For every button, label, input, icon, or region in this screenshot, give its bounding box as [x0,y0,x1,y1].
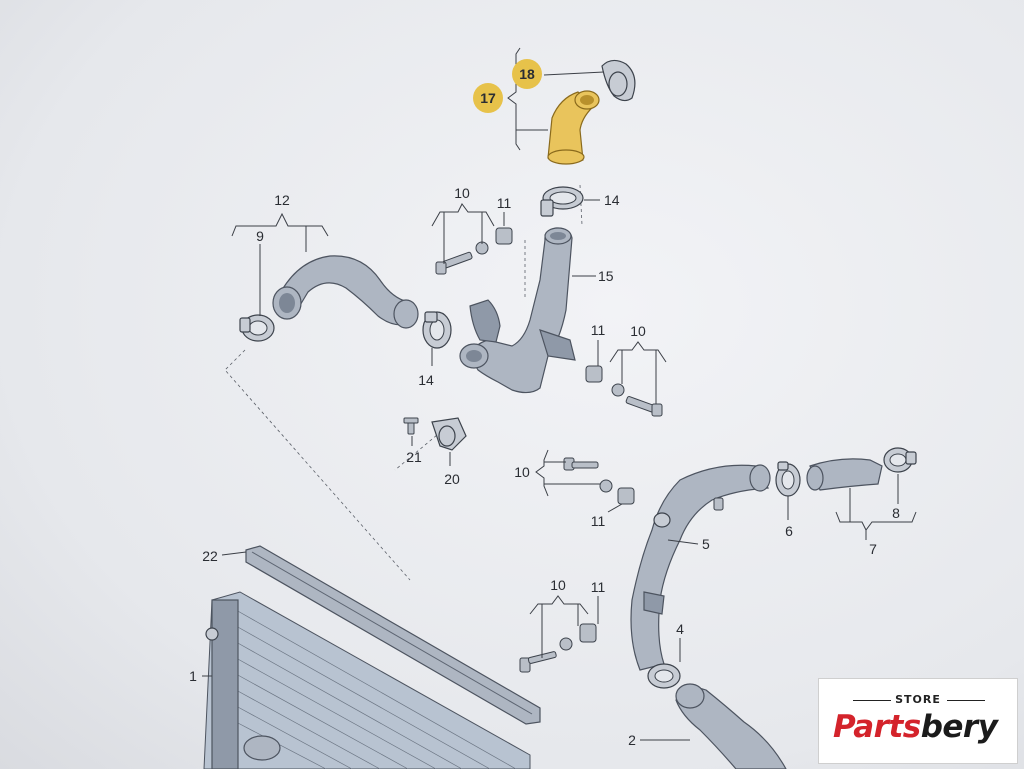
part-1-radiator [203,591,531,769]
label-22: 22 [202,548,218,564]
label-15: 15 [598,268,614,284]
highlight-17-marker [473,83,503,113]
part-18-clamp [601,59,636,102]
logo-brand-bery: bery [920,709,998,745]
label-9: 9 [256,228,264,244]
logo-brand: Partsbery [833,709,998,745]
partsbery-logo: STORE Partsbery [818,678,1018,764]
label-1: 1 [189,668,197,684]
logo-rule-right [947,700,985,701]
part-11-nut-lower [579,623,597,643]
label-14-mid: 14 [418,372,434,388]
part-11-nut-mid [617,487,635,505]
part-8-clamp [883,447,917,473]
part-12-hose-left [272,255,419,329]
label-11-lower: 11 [591,579,606,595]
logo-rule-left [853,700,891,701]
leader-lines [202,47,917,741]
label-17: 17 [480,90,496,106]
label-20: 20 [444,471,460,487]
part-21-screw [403,417,419,435]
logo-store-text: STORE [895,693,941,706]
label-6: 6 [785,523,793,539]
label-11-right: 11 [591,322,606,338]
part-11-nut-right [585,365,603,383]
part-10-bolt-lower [519,637,573,673]
part-labels: 17 18 14 15 12 9 10 11 14 11 10 21 20 10… [189,66,900,748]
label-14-top: 14 [604,192,620,208]
label-2: 2 [628,732,636,748]
label-21: 21 [406,449,422,465]
part-11-nut-upper [495,227,513,245]
part-4-clamp [647,663,681,689]
part-14-clamp-top [540,186,584,217]
label-10-mid: 10 [514,464,530,480]
part-17-hose-elbow [547,90,600,165]
label-11-mid: 11 [591,513,606,529]
label-12: 12 [274,192,290,208]
label-10-top: 10 [454,185,470,201]
label-4: 4 [676,621,684,637]
label-10-right: 10 [630,323,646,339]
part-10-bolt-mid [563,457,613,493]
logo-brand-parts: Parts [833,709,921,745]
label-8: 8 [892,505,900,521]
label-7: 7 [869,541,877,557]
part-6-clamp [775,461,801,497]
part-5-hose-right [630,464,771,671]
part-14-clamp-mid [422,311,452,349]
radiator-fins [235,609,517,769]
part-9-clamp [239,314,275,342]
label-11-top: 11 [497,195,512,211]
label-18: 18 [519,66,535,82]
part-15-coolant-pipe [459,227,576,394]
part-10-bolt-right [611,383,663,417]
part-20-bracket [431,417,467,451]
label-10-lower: 10 [550,577,566,593]
highlight-18-marker [512,59,542,89]
part-2-hose-bottom [675,683,787,769]
part-7-hose-small [806,458,883,491]
label-5: 5 [702,536,710,552]
part-22-seal-strip [245,545,541,725]
